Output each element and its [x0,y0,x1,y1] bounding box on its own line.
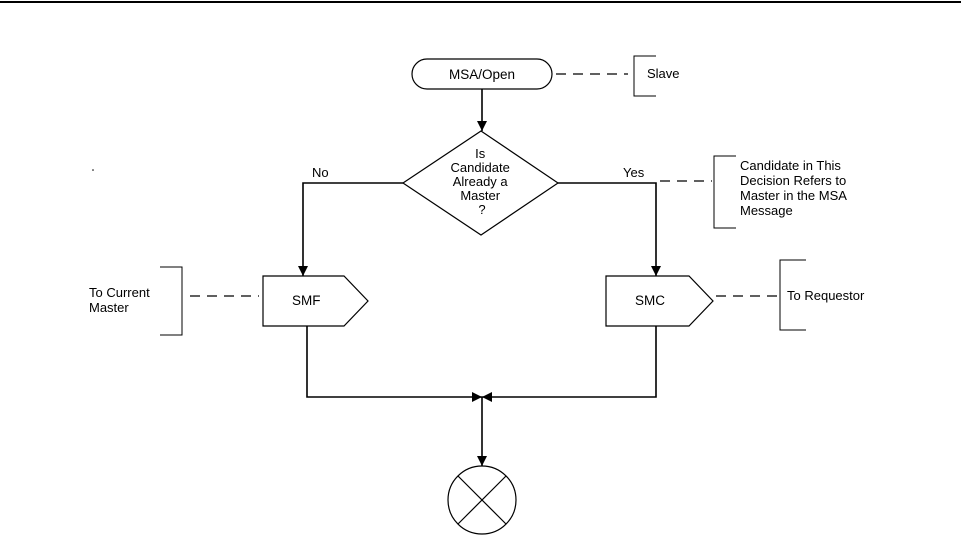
terminator-cross-b [457,475,507,525]
decision-text: Is Candidate Already a Master ? [451,146,514,217]
decision-diamond [401,130,560,236]
flow-left-to-merge [306,326,482,402]
no-branch-label: No [312,165,329,180]
decision-comment: Candidate in This Decision Refers to Mas… [660,155,850,229]
right-comment-bracket [779,259,806,331]
stop-x-circle-icon [447,465,517,535]
start-state: MSA/Open [411,58,553,90]
left-comment: To Current Master [89,266,259,336]
decision-line-1: Is [475,146,486,161]
start-comment: Slave [556,55,680,97]
flow-right-to-merge [482,326,657,402]
left-output-signal-label: SMF [292,293,321,308]
start-state-label: MSA/Open [449,67,515,82]
start-comment-bracket [633,55,656,97]
left-comment-bracket [160,266,183,336]
left-output-signal: SMF [262,275,369,327]
decision-comment-line-4: Message [740,203,793,218]
decision-comment-bracket [713,155,736,229]
decision-comment-line-2: Decision Refers to [740,173,846,188]
left-comment-line-2: Master [89,300,129,315]
right-output-signal-label: SMC [635,293,665,308]
decision-line-4: Master [460,188,500,203]
decision-line-2: Candidate [451,160,510,175]
decision-comment-line-3: Master in the MSA [740,188,847,203]
decision-line-5: ? [478,202,485,217]
stray-dot [92,169,94,171]
right-output-signal: SMC [605,275,714,327]
decision-line-3: Already a [453,174,509,189]
terminator-circle [447,465,517,535]
decision-comment-line-1: Candidate in This [740,158,841,173]
right-comment-text: To Requestor [787,288,865,303]
right-comment: To Requestor [716,259,865,331]
right-output-signal-shape [605,275,714,327]
start-comment-text: Slave [647,66,680,81]
decision: Is Candidate Already a Master ? [401,130,560,236]
decision-comment-text: Candidate in This Decision Refers to Mas… [740,158,850,218]
flow-no-branch [298,182,403,276]
left-comment-text: To Current Master [89,285,153,315]
left-comment-line-1: To Current [89,285,150,300]
yes-branch-label: Yes [623,165,645,180]
flow-yes-branch [558,182,661,276]
left-output-signal-shape [262,275,369,327]
